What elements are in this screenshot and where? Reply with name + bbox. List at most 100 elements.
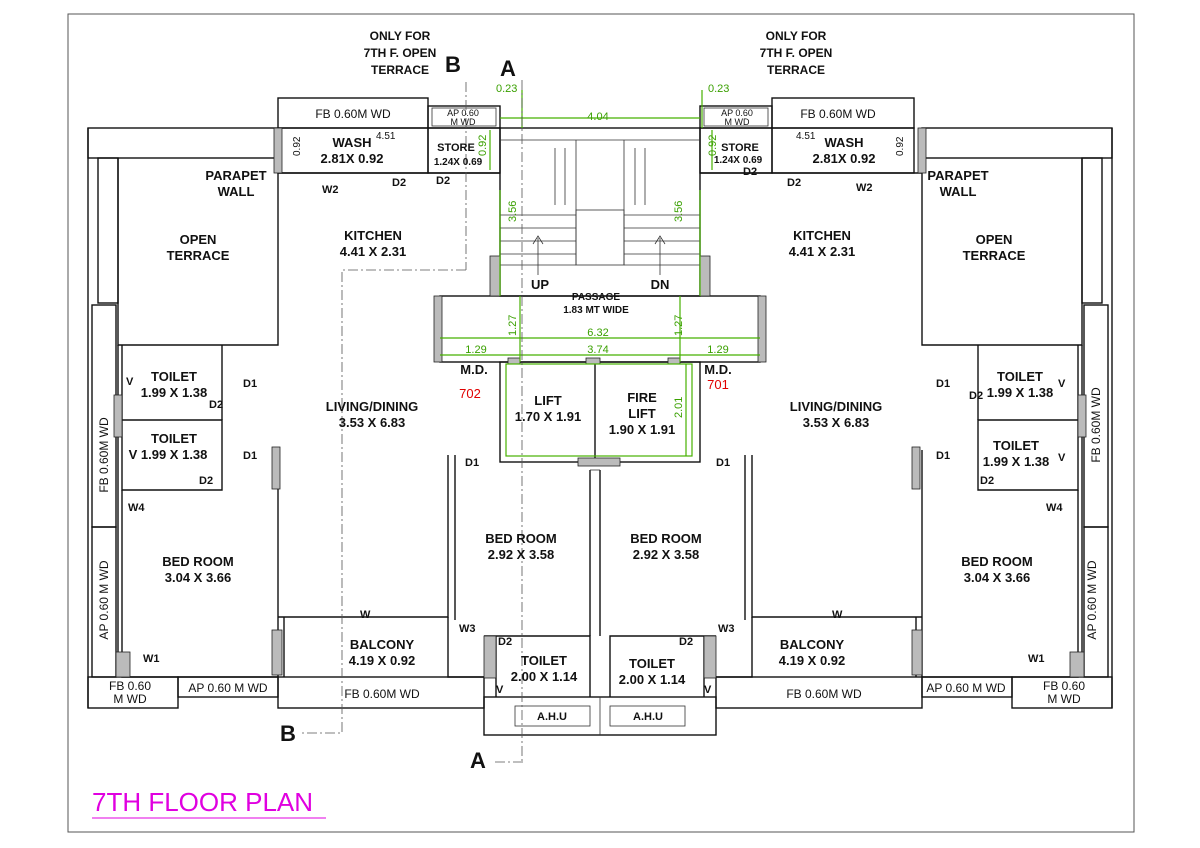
tag-d2-right-1: D2 — [787, 177, 801, 189]
section-mark-b-top: B — [445, 52, 461, 77]
tag-d1-left-1: D1 — [243, 378, 257, 390]
tag-d2-left-2: D2 — [436, 175, 450, 187]
terrace-note-left-1: ONLY FOR — [370, 29, 431, 43]
tag-d2-right-4: D2 — [980, 475, 994, 487]
dimension-values: 0.23 0.23 4.04 4.51 4.51 0.92 0.92 0.92 … — [292, 83, 906, 418]
dim-374: 3.74 — [587, 344, 608, 356]
wash-name-right: WASH — [825, 135, 864, 150]
terrace-note-right-2: 7TH F. OPEN — [760, 46, 833, 60]
tag-w3-left: W3 — [459, 623, 476, 635]
dim-023-right: 0.23 — [708, 83, 729, 95]
section-mark-b-bottom: B — [280, 721, 296, 746]
tag-d1-right-3: D1 — [716, 457, 730, 469]
tag-v-right-2: V — [1058, 452, 1066, 464]
section-mark-a-bottom: A — [470, 748, 486, 773]
tag-v-left-1: V — [126, 376, 134, 388]
tag-w3-right: W3 — [718, 623, 735, 635]
walls — [87, 97, 1113, 736]
fb-label-bottom-mid-left: FB 0.60M WD — [344, 687, 420, 701]
lift-size: 1.70 X 1.91 — [515, 409, 582, 424]
toilet-2-size-right: 1.99 X 1.38 — [983, 454, 1050, 469]
ap-label-bottom-left: AP 0.60 M WD — [188, 681, 267, 695]
tag-d1-right-1: D1 — [936, 378, 950, 390]
dim-092-store-right: 0.92 — [707, 135, 719, 156]
tag-d2-left-3: D2 — [209, 399, 223, 411]
toilet-1-size-left: 1.99 X 1.38 — [141, 385, 208, 400]
fb-label-vertical-left: FB 0.60M WD — [97, 417, 111, 493]
ap-label-vertical-right: AP 0.60 M WD — [1085, 560, 1099, 639]
toilet-3-size-right: 2.00 X 1.14 — [619, 672, 686, 687]
stair-up-label: UP — [531, 277, 549, 292]
dim-451-left: 4.51 — [376, 131, 396, 142]
bed-inner-name-left: BED ROOM — [485, 531, 557, 546]
ap-label-top-left-1: AP 0.60 — [447, 108, 479, 118]
parapet-left-1: PARAPET — [205, 168, 266, 183]
dim-092-right: 0.92 — [895, 136, 906, 156]
fb-label-top-right: FB 0.60M WD — [800, 107, 876, 121]
tag-w1-left: W1 — [143, 653, 160, 665]
ap-label-top-left-2: M WD — [451, 117, 476, 127]
living-name-right: LIVING/DINING — [790, 399, 882, 414]
sheet-border — [67, 13, 1135, 833]
fb-label-bottom-right-2: M WD — [1047, 692, 1081, 706]
ahu-label-left: A.H.U — [537, 711, 567, 723]
ap-label-bottom-right: AP 0.60 M WD — [926, 681, 1005, 695]
tag-w2-left: W2 — [322, 184, 339, 196]
wash-size-right: 2.81X 0.92 — [813, 151, 876, 166]
dim-092-store-left: 0.92 — [477, 135, 489, 156]
living-size-left: 3.53 X 6.83 — [339, 415, 406, 430]
balcony-name-left: BALCONY — [350, 637, 415, 652]
balcony-name-right: BALCONY — [780, 637, 845, 652]
toilet-1-name-left: TOILET — [151, 369, 197, 384]
fb-label-bottom-left-1: FB 0.60 — [109, 679, 151, 693]
wash-name-left: WASH — [333, 135, 372, 150]
md-label-right: M.D. — [704, 362, 731, 377]
ahu-label-right: A.H.U — [633, 711, 663, 723]
stair-dn-label: DN — [651, 277, 670, 292]
open-terrace-left-2: TERRACE — [167, 248, 230, 263]
dim-023-left: 0.23 — [496, 83, 517, 95]
section-lines — [300, 80, 525, 763]
ap-label-top-right-2: M WD — [725, 117, 750, 127]
tag-v-right-1: V — [1058, 378, 1066, 390]
toilet-2-name-right: TOILET — [993, 438, 1039, 453]
terrace-note-left-3: TERRACE — [371, 63, 429, 77]
terrace-note-right-1: ONLY FOR — [766, 29, 827, 43]
bed-outer-size-right: 3.04 X 3.66 — [964, 570, 1031, 585]
living-name-left: LIVING/DINING — [326, 399, 418, 414]
store-size-right: 1.24X 0.69 — [714, 155, 763, 166]
dim-451-right: 4.51 — [796, 131, 816, 142]
parapet-right-1: PARAPET — [927, 168, 988, 183]
store-name-left: STORE — [437, 142, 475, 154]
unit-number-right: 701 — [707, 377, 729, 392]
kitchen-size-right: 4.41 X 2.31 — [789, 244, 856, 259]
tag-d2-left-1: D2 — [392, 177, 406, 189]
toilet-1-name-right: TOILET — [997, 369, 1043, 384]
fire-lift-size: 1.90 X 1.91 — [609, 422, 676, 437]
tag-d1-right-2: D1 — [936, 450, 950, 462]
toilet-2-name-left: TOILET — [151, 431, 197, 446]
tag-w2-right: W2 — [856, 182, 873, 194]
toilet-3-name-right: TOILET — [629, 656, 675, 671]
store-size-left: 1.24X 0.69 — [434, 157, 483, 168]
balcony-size-left: 4.19 X 0.92 — [349, 653, 416, 668]
dim-632: 6.32 — [587, 327, 608, 339]
dim-129-left: 1.29 — [465, 344, 486, 356]
bed-inner-name-right: BED ROOM — [630, 531, 702, 546]
tag-v-right-3: V — [704, 684, 712, 696]
bed-outer-name-left: BED ROOM — [162, 554, 234, 569]
dim-404: 4.04 — [587, 111, 608, 123]
door-window-tags: W2 D2 D2 W2 D2 D2 D1 D2 V D1 D2 W4 W1 W … — [126, 166, 1066, 696]
unit-number-left: 702 — [459, 386, 481, 401]
fb-label-bottom-mid-right: FB 0.60M WD — [786, 687, 862, 701]
tag-d2-right-5: D2 — [679, 636, 693, 648]
bed-outer-size-left: 3.04 X 3.66 — [165, 570, 232, 585]
kitchen-name-left: KITCHEN — [344, 228, 402, 243]
tag-w4-right: W4 — [1046, 502, 1063, 514]
wash-size-left: 2.81X 0.92 — [321, 151, 384, 166]
tag-w-right: W — [832, 609, 843, 621]
bed-outer-name-right: BED ROOM — [961, 554, 1033, 569]
living-size-right: 3.53 X 6.83 — [803, 415, 870, 430]
toilet-1-size-right: 1.99 X 1.38 — [987, 385, 1054, 400]
balcony-size-right: 4.19 X 0.92 — [779, 653, 846, 668]
